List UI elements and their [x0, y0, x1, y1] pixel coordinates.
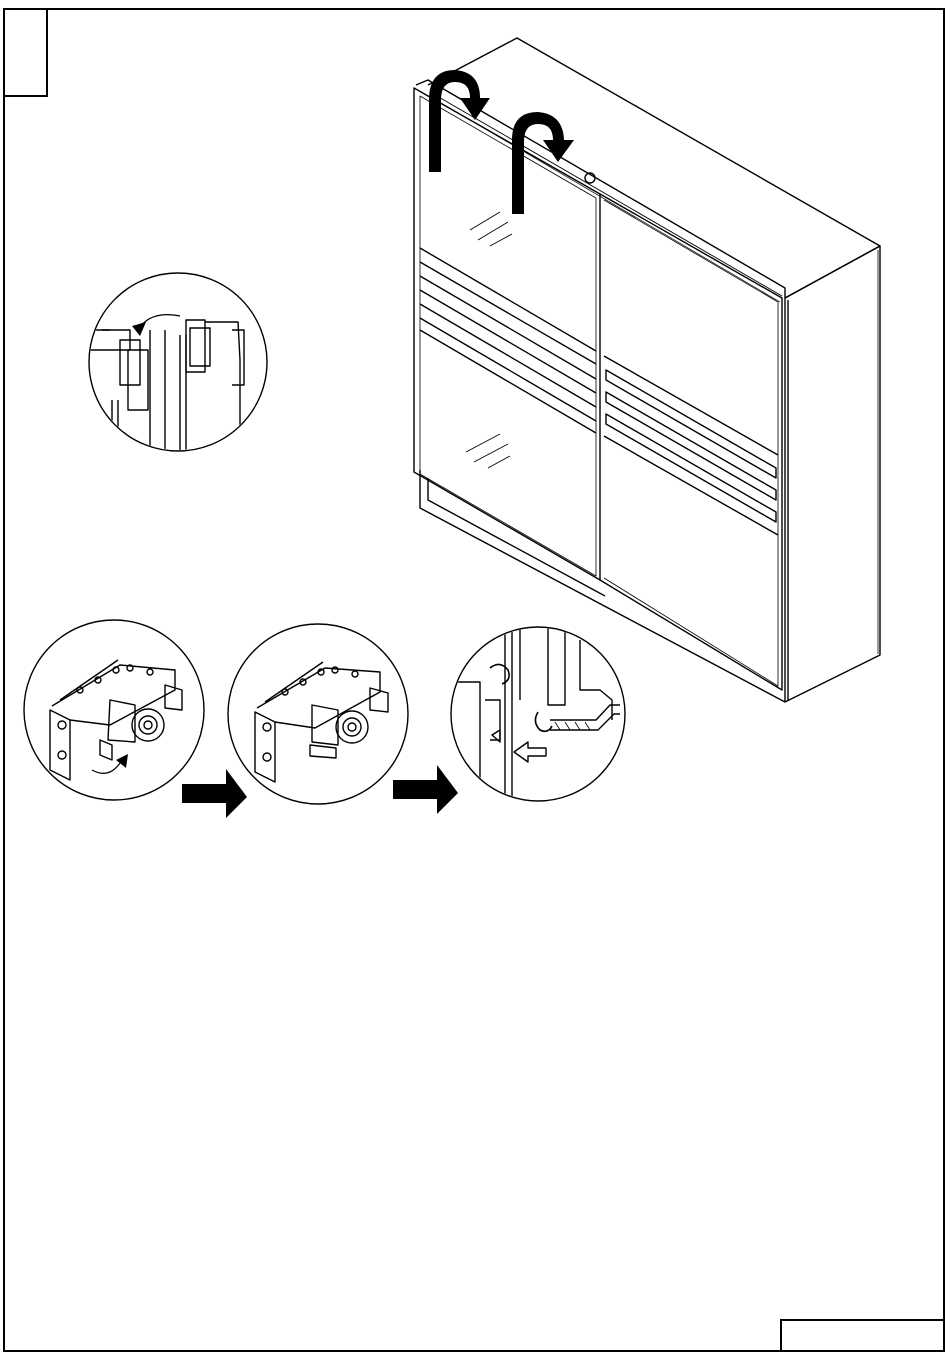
sliding-door-right	[600, 194, 782, 690]
wardrobe-top	[428, 38, 880, 298]
push-arrow	[514, 742, 546, 762]
detail-view-top-guide	[88, 273, 267, 460]
wardrobe-plinth	[420, 470, 785, 702]
detail-view-roller-in-track	[451, 627, 625, 801]
sequence-arrow	[182, 769, 247, 818]
detail-view-roller-locked	[228, 624, 408, 804]
curved-arrow	[429, 70, 574, 214]
sliding-door-left	[414, 88, 600, 580]
detail-view-roller-unlocked	[24, 620, 204, 800]
step-number	[3, 8, 48, 97]
page-number	[780, 1319, 945, 1352]
wardrobe	[416, 38, 880, 702]
wardrobe-right-side	[785, 246, 880, 702]
sequence-arrow	[393, 765, 458, 814]
